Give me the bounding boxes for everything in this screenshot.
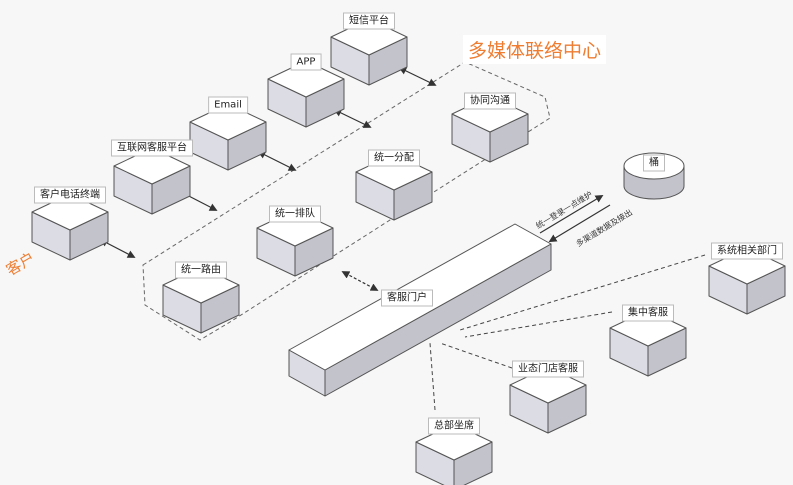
node-label-dept: 系统相关部门: [711, 242, 783, 260]
arrow-app-dispatch: [333, 109, 372, 128]
hub-boundary: [142, 61, 551, 341]
connector-hq: [429, 342, 436, 411]
arrow-queue-portal: [341, 271, 379, 291]
hub-title: 多媒体联络中心: [463, 35, 607, 64]
node-label-queue: 统一排队: [269, 205, 321, 223]
node-label-web: 互联网客服平台: [111, 139, 193, 157]
connector-store: [439, 342, 513, 369]
node-cube-terminal: [31, 193, 109, 261]
node-label-portal: 客服门户: [381, 289, 433, 307]
cube-top-face: [267, 60, 345, 98]
node-label-app: APP: [290, 53, 322, 71]
node-label-hq: 总部坐席: [428, 417, 480, 435]
node-label-email: Email: [208, 96, 248, 114]
arrow-email-dispatch: [257, 151, 297, 171]
node-label-sms: 短信平台: [343, 12, 395, 30]
node-label-central: 集中客服: [622, 304, 674, 322]
arrow-sms-coord: [398, 67, 437, 86]
arrow-db-down: [548, 204, 611, 243]
node-cube-app: [267, 60, 345, 128]
node-label-routing: 统一路由: [175, 261, 227, 279]
node-label-store: 业态门店客服: [512, 360, 584, 378]
connector-central: [464, 311, 613, 338]
node-cube-web: [113, 147, 191, 215]
node-cube-email: [189, 103, 267, 171]
arrow-db-up: [539, 194, 604, 234]
cube-top-face: [113, 147, 191, 185]
node-label-dispatch: 统一分配: [368, 149, 420, 167]
node-label-terminal: 客户电话终端: [34, 186, 106, 204]
arrow-terminal-routing: [99, 239, 136, 258]
node-label-db: 桶: [643, 154, 665, 172]
connector-dept: [459, 254, 706, 331]
node-label-coord: 协同沟通: [464, 92, 516, 110]
